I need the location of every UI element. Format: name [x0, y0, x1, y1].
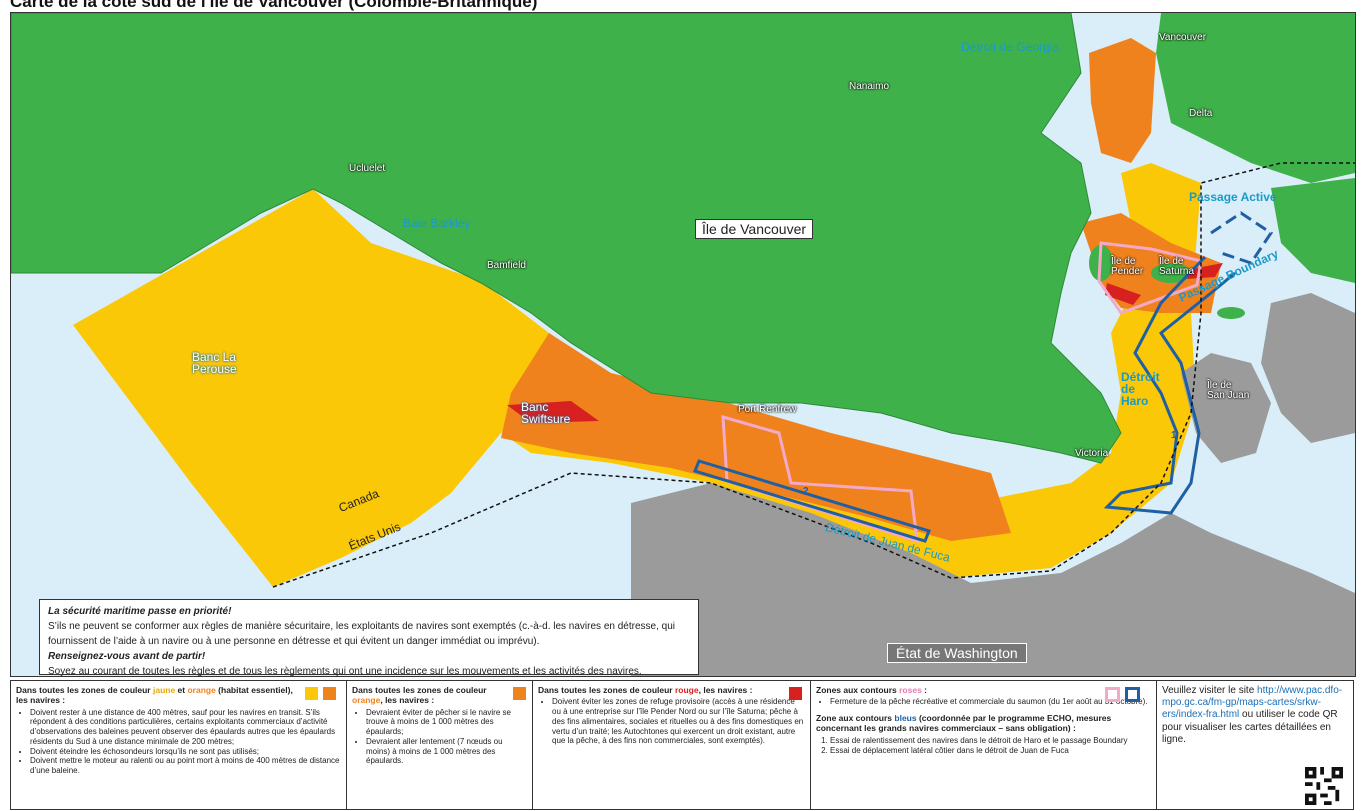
label-banc-la-perouse: Banc La Perouse: [192, 350, 237, 376]
swatch-orange: [513, 687, 526, 700]
legend-col3-heading: Dans toutes les zones de couleur rouge, …: [538, 685, 753, 695]
label-port-renfrew: Port Renfrew: [738, 404, 797, 415]
island: [991, 153, 1051, 173]
label-vancouver: Vancouver: [1159, 32, 1207, 43]
list-item: Doivent éviter les zones de refuge provi…: [552, 697, 805, 746]
legend-col1-heading: Dans toutes les zones de couleur jaune e…: [16, 685, 293, 706]
zone-red-saturna: [1187, 263, 1223, 279]
island: [1217, 307, 1245, 319]
label-detroit-haro: Détroit de Haro: [1121, 370, 1160, 408]
legend-col4-heading-2: Zone aux contours bleus (coordonnée par …: [816, 713, 1112, 734]
label-ile-san-juan: Île de San Juan: [1207, 380, 1250, 401]
legend-col4-heading-1: Zones aux contours roses :: [816, 685, 928, 695]
list-item: Devraient éviter de pêcher si le navire …: [366, 708, 527, 737]
legend: Dans toutes les zones de couleur jaune e…: [10, 680, 1354, 810]
label-detroit-georgia: Détroit de Géorgia: [961, 40, 1060, 54]
website-text-pre: Veuillez visiter le site: [1162, 685, 1258, 696]
safety-text-1: S’ils ne peuvent se conformer aux règles…: [48, 621, 675, 647]
label-trial-1: 1: [1171, 430, 1177, 441]
safety-heading-2: Renseignez-vous avant de partir!: [48, 651, 206, 662]
swatch-blue-contour: [1125, 687, 1140, 702]
land-san-juan-islands: [1181, 353, 1271, 463]
legend-col2-list: Devraient éviter de pêcher si le navire …: [352, 708, 527, 767]
land-washington-state: [631, 483, 1355, 676]
list-item: Doivent rester à une distance de 400 mèt…: [30, 708, 341, 747]
list-item: Fermeture de la pêche récréative et comm…: [830, 697, 1151, 707]
zone-red-pender: [1105, 283, 1141, 305]
list-item: Devraient aller lentement (7 nœuds ou mo…: [366, 737, 527, 766]
website-text-post: ou utiliser le code QR pour visualiser l…: [1162, 709, 1338, 745]
map: Détroit de Géorgia Vancouver Delta Nanai…: [10, 12, 1356, 677]
label-ile-pender: Île de Pender: [1111, 256, 1144, 277]
legend-col-contours: Zones aux contours roses : Fermeture de …: [811, 681, 1157, 809]
zone-red-swiftsure: [507, 401, 599, 423]
website-link[interactable]: http://www.pac.dfo-mpo.gc.ca/fm-gp/maps-…: [1162, 685, 1343, 721]
legend-col3-list: Doivent éviter les zones de refuge provi…: [538, 697, 805, 746]
label-delta: Delta: [1189, 108, 1213, 119]
label-bamfield: Bamfield: [487, 260, 526, 271]
contour-blue-boundary: [1210, 211, 1274, 265]
zone-yellow-la-perouse: [73, 189, 551, 587]
label-ile-saturna: Île de Saturna: [1159, 256, 1195, 277]
label-ile-de-vancouver: Île de Vancouver: [695, 219, 814, 239]
list-item: Doivent mettre le moteur au ralenti ou a…: [30, 756, 341, 776]
legend-col4-list-2: Essai de ralentissement des navires dans…: [816, 736, 1151, 756]
legend-col-orange: Dans toutes les zones de couleur orange,…: [347, 681, 533, 809]
contour-pink-gulf: [1097, 241, 1203, 315]
zone-yellow-juan-de-fuca: [501, 163, 1201, 578]
contour-blue-juan-de-fuca: [693, 459, 931, 543]
land-us-east: [1261, 293, 1355, 443]
map-graphic: [11, 13, 1355, 676]
label-victoria: Victoria: [1075, 448, 1109, 459]
label-nanaimo: Nanaimo: [849, 81, 890, 92]
zone-orange-georgia: [1089, 38, 1156, 163]
swatch-red: [789, 687, 802, 700]
label-baie-barkley: Baie Barkley: [403, 216, 471, 230]
safety-notice: La sécurité maritime passe en priorité! …: [39, 599, 699, 677]
swatch-pink-contour: [1105, 687, 1120, 702]
list-item: Doivent éteindre les échosondeurs lorsqu…: [30, 747, 341, 757]
legend-col1-list: Doivent rester à une distance de 400 mèt…: [16, 708, 341, 776]
label-trial-2: 2: [803, 486, 809, 497]
safety-heading-1: La sécurité maritime passe en priorité!: [48, 606, 232, 617]
island: [1151, 263, 1191, 283]
list-item: Essai de déplacement latéral côtier dans…: [830, 746, 1151, 756]
island: [951, 79, 1031, 107]
land-mainland-north: [1156, 13, 1355, 183]
land-mainland-east: [1271, 178, 1355, 283]
list-item: Essai de ralentissement des navires dans…: [830, 736, 1151, 746]
qr-code-icon[interactable]: [1305, 767, 1343, 805]
label-passage-active: Passage Active: [1189, 190, 1277, 204]
page-title: Carte de la côte sud de l'île de Vancouv…: [10, 0, 538, 11]
legend-col-red: Dans toutes les zones de couleur rouge, …: [533, 681, 811, 809]
label-banc-swiftsure: Banc Swiftsure: [521, 400, 571, 426]
land-vancouver-island: [11, 13, 1122, 464]
legend-col-website: Veuillez visiter le site http://www.pac.…: [1157, 681, 1353, 809]
legend-col-yellow-orange: Dans toutes les zones de couleur jaune e…: [11, 681, 347, 809]
swatch-orange: [323, 687, 336, 700]
contour-blue-haro: [1103, 255, 1236, 515]
legend-col4-list-1: Fermeture de la pêche récréative et comm…: [816, 697, 1151, 707]
swatch-yellow: [305, 687, 318, 700]
legend-col2-heading: Dans toutes les zones de couleur orange,…: [352, 685, 487, 706]
label-ucluelet: Ucluelet: [349, 163, 386, 174]
safety-text-2: Soyez au courant de toutes les règles et…: [48, 666, 642, 677]
label-etat-washington: État de Washington: [887, 643, 1027, 663]
